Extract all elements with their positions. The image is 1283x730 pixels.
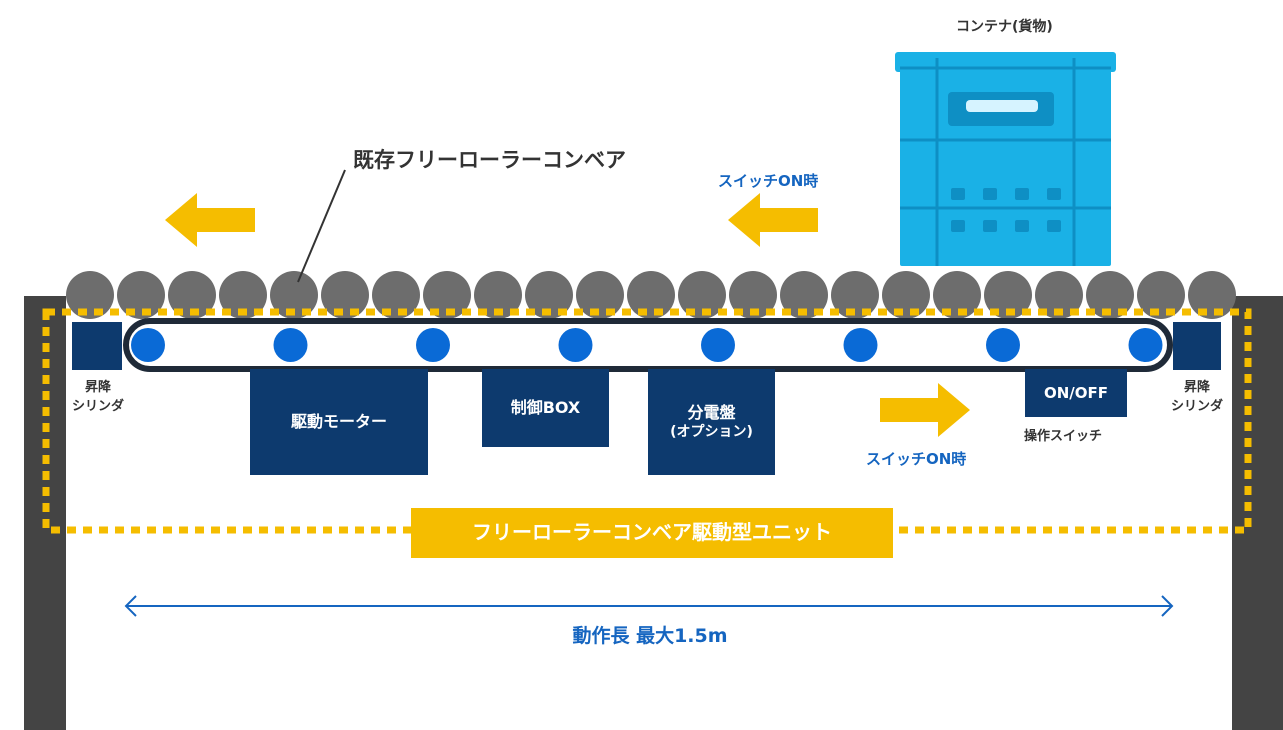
- unit-outline: [42, 308, 1252, 534]
- free-roller: [372, 271, 420, 319]
- arrow-left-icon: [165, 193, 255, 247]
- belt-roller: [843, 328, 878, 362]
- operating-length-label: 動作長 最大1.5m: [572, 625, 728, 647]
- belt-roller: [701, 328, 735, 362]
- lift-cylinder-left-label: 昇降 シリンダ: [71, 380, 124, 414]
- distribution-board-label: 分電盤: [687, 402, 736, 422]
- belt-roller: [558, 328, 593, 362]
- container-illustration: [895, 52, 1116, 266]
- free-roller: [882, 271, 930, 319]
- free-roller: [66, 271, 114, 319]
- free-roller: [525, 271, 573, 319]
- free-roller: [984, 271, 1032, 319]
- container-label: コンテナ(貨物): [956, 19, 1053, 35]
- unit-title: フリーローラーコンベア駆動型ユニット: [472, 520, 832, 544]
- free-roller: [474, 271, 522, 319]
- free-rollers: [66, 271, 1236, 319]
- lift-cylinder-left-block: [72, 322, 122, 370]
- free-roller: [576, 271, 624, 319]
- free-roller: [678, 271, 726, 319]
- onoff-switch-box: ON/OFF: [1025, 369, 1127, 417]
- lift-cylinder-right-label: 昇降 シリンダ: [1170, 380, 1223, 414]
- free-roller: [219, 271, 267, 319]
- existing-conveyor-label: 既存フリーローラーコンベア: [353, 148, 626, 172]
- free-roller: [780, 271, 828, 319]
- drive-motor-box: 駆動モーター: [250, 369, 428, 475]
- belt-roller: [273, 328, 308, 362]
- free-roller: [270, 271, 318, 319]
- free-roller: [1086, 271, 1134, 319]
- unit-title-plate: [411, 508, 893, 558]
- belt-roller: [1128, 328, 1163, 362]
- double-arrow-measure-icon: [124, 595, 1174, 617]
- onoff-label: ON/OFF: [1043, 383, 1109, 402]
- belt-rollers: [131, 328, 1163, 362]
- free-roller: [729, 271, 777, 319]
- free-roller: [1188, 271, 1236, 319]
- distribution-board-option: (オプション): [670, 424, 753, 441]
- free-roller: [1137, 271, 1185, 319]
- control-box: 制御BOX: [482, 369, 609, 447]
- arrow-left-icon: [728, 193, 818, 247]
- control-box-label: 制御BOX: [510, 398, 581, 418]
- free-roller: [117, 271, 165, 319]
- right-wall: [1232, 296, 1283, 730]
- free-roller: [933, 271, 981, 319]
- free-roller: [168, 271, 216, 319]
- free-roller: [423, 271, 471, 319]
- switch-on-label-bottom: スイッチON時: [866, 450, 967, 468]
- belt-roller: [131, 328, 165, 362]
- free-roller: [321, 271, 369, 319]
- free-roller: [1035, 271, 1083, 319]
- lift-cylinder-right-block: [1173, 322, 1221, 370]
- belt-roller: [416, 328, 450, 362]
- free-roller: [627, 271, 675, 319]
- left-wall: [24, 296, 66, 730]
- switch-on-label-top: スイッチON時: [718, 172, 819, 190]
- free-roller: [831, 271, 879, 319]
- belt-roller: [986, 328, 1020, 362]
- leader-line: [297, 169, 346, 283]
- arrow-right-icon: [880, 383, 970, 437]
- operation-switch-label: 操作スイッチ: [1024, 429, 1103, 444]
- drive-motor-label: 駆動モーター: [290, 412, 387, 432]
- distribution-board-box: 分電盤 (オプション): [648, 369, 775, 475]
